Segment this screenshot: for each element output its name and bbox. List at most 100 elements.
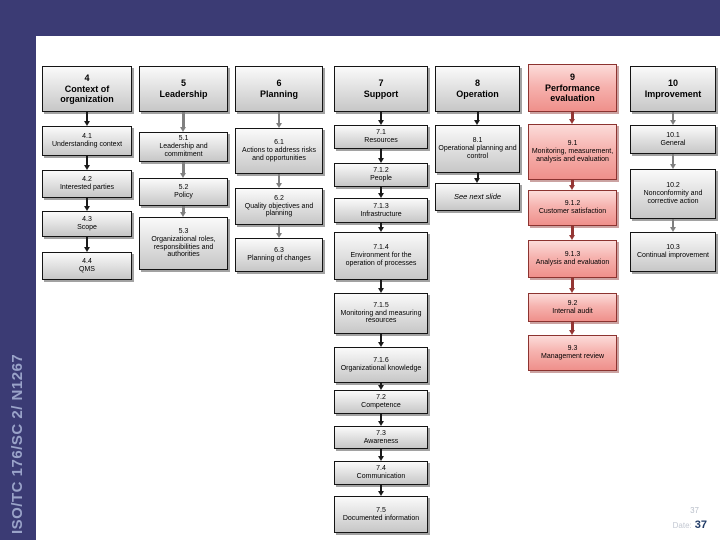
page-number: 37 bbox=[694, 519, 707, 532]
clause-number: 4.3 bbox=[82, 216, 92, 224]
clause-label: Planning of changes bbox=[247, 255, 311, 262]
clause-label: Policy bbox=[174, 192, 193, 199]
column-title: Context of organization bbox=[60, 83, 114, 105]
arrow-down-icon bbox=[83, 165, 90, 170]
arrow-down-icon bbox=[569, 119, 575, 124]
connector-line bbox=[476, 112, 479, 121]
clause-number: 7.1.5 bbox=[373, 301, 389, 309]
clause-number: 9.1.2 bbox=[564, 200, 581, 208]
clause-number: 10.3 bbox=[666, 244, 680, 252]
connector-line bbox=[672, 112, 674, 121]
clause-label: Interested parties bbox=[59, 184, 115, 191]
clause-number: 7.1 bbox=[376, 129, 386, 137]
arrow-down-icon bbox=[377, 342, 384, 347]
column-title: Improvement bbox=[644, 89, 702, 99]
column-number: 9 bbox=[569, 71, 575, 82]
connector-line bbox=[672, 154, 674, 165]
clause-label: Organizational knowledge bbox=[340, 365, 422, 372]
clause-label: Awareness bbox=[363, 437, 399, 445]
clause-label: Customer satisfaction bbox=[538, 208, 607, 215]
arrow-down-icon bbox=[569, 185, 575, 190]
clause-label: QMS bbox=[79, 266, 95, 273]
connector-line bbox=[182, 112, 185, 128]
arrow-down-icon bbox=[569, 235, 575, 240]
connector-line bbox=[278, 174, 280, 184]
clause-label: Operational planning and control bbox=[438, 145, 517, 160]
clause-number: 7.4 bbox=[376, 465, 386, 473]
arrow-down-icon bbox=[83, 247, 90, 252]
arrow-down-icon bbox=[377, 385, 384, 390]
arrow-down-icon bbox=[377, 491, 384, 496]
clause-label: General bbox=[660, 139, 686, 147]
clause-number: 9.3 bbox=[567, 345, 578, 353]
clause-label: Monitoring and measuring resources bbox=[340, 309, 422, 325]
connector-line bbox=[380, 485, 382, 492]
column-number: 6 bbox=[276, 78, 282, 89]
connector-line bbox=[380, 149, 382, 159]
column-title: Operation bbox=[456, 89, 499, 99]
connector-line bbox=[476, 173, 479, 179]
connector-line bbox=[278, 112, 280, 124]
clause-label: Resources bbox=[364, 137, 398, 144]
connector-line bbox=[182, 206, 185, 213]
column-number: 10 bbox=[667, 78, 678, 89]
connector-line bbox=[571, 226, 574, 236]
arrow-down-icon bbox=[377, 120, 384, 125]
clause-label: Analysis and evaluation bbox=[535, 259, 610, 266]
column-number: 5 bbox=[180, 78, 186, 89]
connector-line bbox=[182, 162, 185, 174]
arrow-down-icon bbox=[180, 212, 186, 217]
connector-line bbox=[571, 278, 574, 289]
connector-line bbox=[278, 225, 280, 234]
arrow-down-icon bbox=[669, 120, 676, 125]
connector-line bbox=[380, 414, 382, 422]
column-number: 4 bbox=[84, 72, 90, 83]
slide-footer: 37 Date:37 bbox=[672, 506, 707, 533]
date-label: Date: bbox=[672, 521, 692, 531]
clause-number: 7.1.2 bbox=[373, 167, 389, 175]
clause-number: 5.3 bbox=[178, 227, 189, 235]
box-see-next-slide: See next slide bbox=[435, 183, 520, 211]
clause-label: Communication bbox=[356, 473, 406, 480]
column-number: 8 bbox=[474, 78, 480, 89]
clause-number: 7.3 bbox=[376, 429, 386, 437]
clause-label: Organizational roles, responsibilities a… bbox=[151, 235, 216, 259]
arrow-down-icon bbox=[377, 421, 384, 426]
arrow-down-icon bbox=[669, 227, 676, 232]
clause-number: 9.2 bbox=[567, 299, 578, 307]
clause-label: Competence bbox=[361, 402, 401, 409]
arrow-down-icon bbox=[377, 193, 384, 198]
clause-number: 4.4 bbox=[82, 258, 92, 266]
arrow-down-icon bbox=[569, 288, 575, 293]
clause-number: 6.2 bbox=[274, 194, 284, 202]
clause-number: 9.1 bbox=[567, 140, 578, 148]
clause-number: 6.3 bbox=[274, 247, 284, 255]
clause-number: 9.1.3 bbox=[564, 251, 581, 259]
connector-line bbox=[571, 180, 574, 186]
clause-label: Management review bbox=[540, 353, 605, 360]
clause-number: 10.2 bbox=[666, 182, 680, 190]
clause-number: 7.2 bbox=[376, 394, 386, 402]
clause-label: People bbox=[370, 175, 392, 182]
clause-number: 4.1 bbox=[82, 133, 92, 141]
